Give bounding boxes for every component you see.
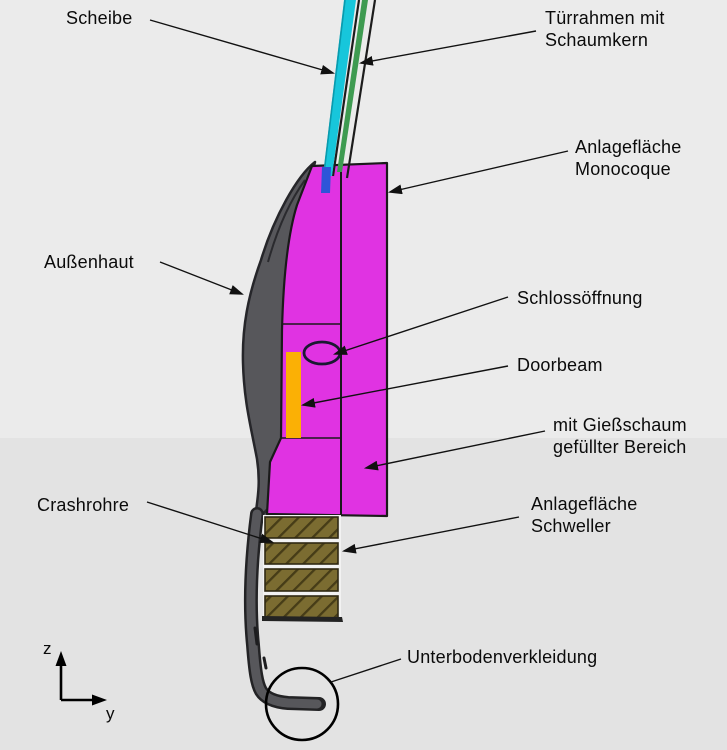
- label-scheibe: Scheibe: [66, 8, 133, 28]
- label-axis-y: y: [106, 704, 115, 723]
- window-glass-strip: [323, 0, 356, 176]
- door-frame-right-edge: [345, 0, 377, 179]
- leader-tuerrahmen: [358, 30, 537, 66]
- leader-monocoque: [387, 150, 569, 195]
- label-doorbeam: Doorbeam: [517, 355, 603, 375]
- outer-skin-top-fold-line: [267, 179, 306, 263]
- coordinate-axes: [55, 651, 107, 706]
- leader-aussenhaut: [159, 261, 244, 295]
- label-crashrohre: Crashrohre: [37, 495, 130, 515]
- label-monocoque-line1: Anlagefläche: [575, 137, 682, 157]
- crash-tube-band-2: [264, 542, 339, 565]
- tail-slot-detail-2: [262, 656, 268, 670]
- crash-tube-bottom-edge: [262, 616, 343, 622]
- label-schlossoeffnung: Schlossöffnung: [517, 288, 643, 308]
- label-tuerrahmen-line2: Schaumkern: [545, 30, 649, 50]
- crash-tube-band-4: [264, 595, 339, 619]
- label-monocoque-line2: Monocoque: [575, 159, 671, 179]
- y-axis-arrowhead-icon: [92, 694, 107, 706]
- label-giessschaum-line1: mit Gießschaum: [553, 415, 687, 435]
- leader-unterboden: [330, 658, 402, 683]
- door-frame-foam-core-strip: [337, 0, 368, 172]
- label-aussenhaut: Außenhaut: [44, 252, 134, 272]
- label-schweller-line1: Anlagefläche: [531, 494, 638, 514]
- leader-schweller: [341, 516, 520, 554]
- window-slot-seal: [321, 167, 331, 193]
- window-glass-edge-line: [323, 0, 346, 174]
- z-axis-arrowhead-icon: [55, 651, 67, 666]
- tail-slot-detail-1: [253, 626, 259, 646]
- label-tuerrahmen-line1: Türrahmen mit: [545, 8, 665, 28]
- crash-tube-band-1: [264, 516, 339, 539]
- doorbeam-bar: [286, 352, 301, 438]
- leader-doorbeam: [300, 365, 509, 408]
- leader-lines: [146, 19, 569, 683]
- label-unterboden: Unterbodenverkleidung: [407, 647, 598, 667]
- crash-tube-band-3: [264, 568, 339, 592]
- door-frame-left-edge: [331, 0, 361, 177]
- outer-skin-tail-fill: [246, 509, 322, 709]
- leader-scheibe: [149, 19, 336, 75]
- label-schweller-line2: Schweller: [531, 516, 611, 536]
- leader-giessschaum: [363, 430, 546, 471]
- leader-crashrohre: [146, 501, 275, 544]
- underbody-circle-annotation: [264, 666, 340, 742]
- label-axis-z: z: [43, 639, 52, 658]
- label-giessschaum-line2: gefüllter Bereich: [553, 437, 687, 457]
- leader-schlossoeffnung: [333, 296, 509, 355]
